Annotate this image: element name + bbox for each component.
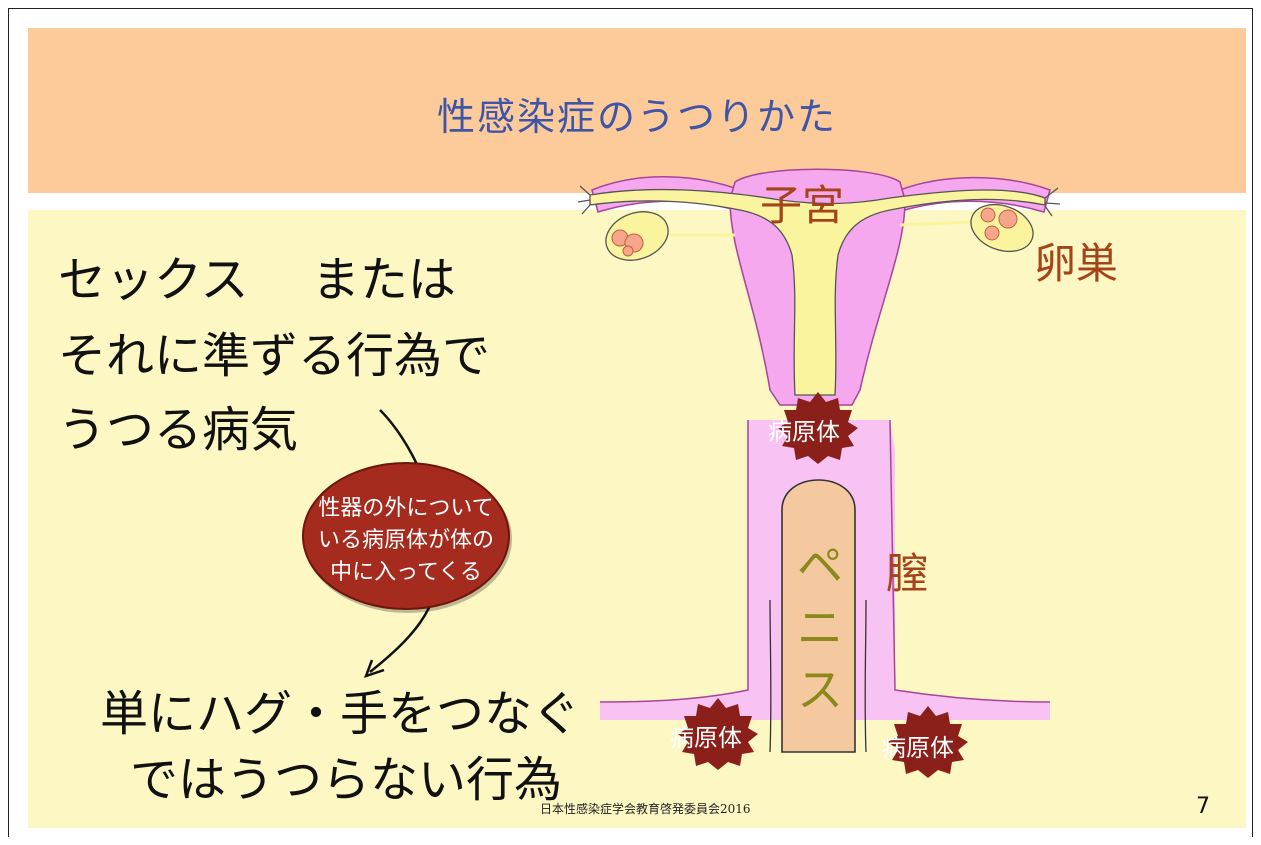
- left-follicle-3: [622, 245, 634, 257]
- label-vagina: 膣: [886, 549, 929, 598]
- vagina-inner-lines: [769, 599, 867, 753]
- footer-credit: 日本性感染症学会教育啓発委員会2016: [540, 802, 751, 816]
- label-pathogen-left: 病原体: [670, 724, 742, 752]
- page-number: 7: [1196, 794, 1210, 819]
- title-band: 性感染症のうつりかた: [28, 28, 1246, 193]
- right-follicle-3: [984, 225, 1000, 241]
- main-text-line-2: それに準ずる行為で: [58, 328, 491, 384]
- right-follicle-2: [998, 209, 1018, 229]
- label-ovary: 卵巣: [1034, 239, 1119, 288]
- ovarian-ligaments: [670, 220, 971, 237]
- right-fimbriae: [1044, 187, 1061, 217]
- label-pathogen-top: 病原体: [768, 418, 840, 446]
- pathogen-top: [778, 392, 858, 464]
- uterine-cavity: [589, 188, 1046, 396]
- bottom-text-line-2: ではうつらない行為: [130, 752, 563, 808]
- info-bubble: 性器の外について いる病原体が体の 中に入ってくる: [302, 462, 510, 610]
- vagina-walls: [599, 419, 1051, 703]
- penis: [781, 479, 856, 753]
- label-penis: ペニス: [797, 539, 843, 717]
- slide-frame: [8, 8, 1253, 837]
- bottom-text-line-1: 単にハグ・手をつなぐ: [100, 686, 581, 742]
- label-pathogen-right: 病原体: [882, 734, 954, 762]
- main-text-line-3: うつる病気: [58, 402, 299, 458]
- main-text-line-1: セックス または: [58, 252, 456, 308]
- bubble-line-2: いる病原体が体の: [317, 528, 494, 553]
- pathogen-left: [678, 698, 758, 770]
- left-fimbriae: [577, 185, 591, 215]
- slide-title: 性感染症のうつりかた: [436, 95, 837, 139]
- arrow-head: [363, 659, 385, 679]
- content-area: [28, 210, 1246, 828]
- right-follicle-1: [980, 207, 996, 223]
- pathogen-right: [888, 706, 968, 778]
- label-uterus: 子宮: [760, 181, 845, 230]
- bubble-line-3: 中に入ってくる: [330, 560, 482, 585]
- bubble-line-1: 性器の外について: [318, 496, 494, 521]
